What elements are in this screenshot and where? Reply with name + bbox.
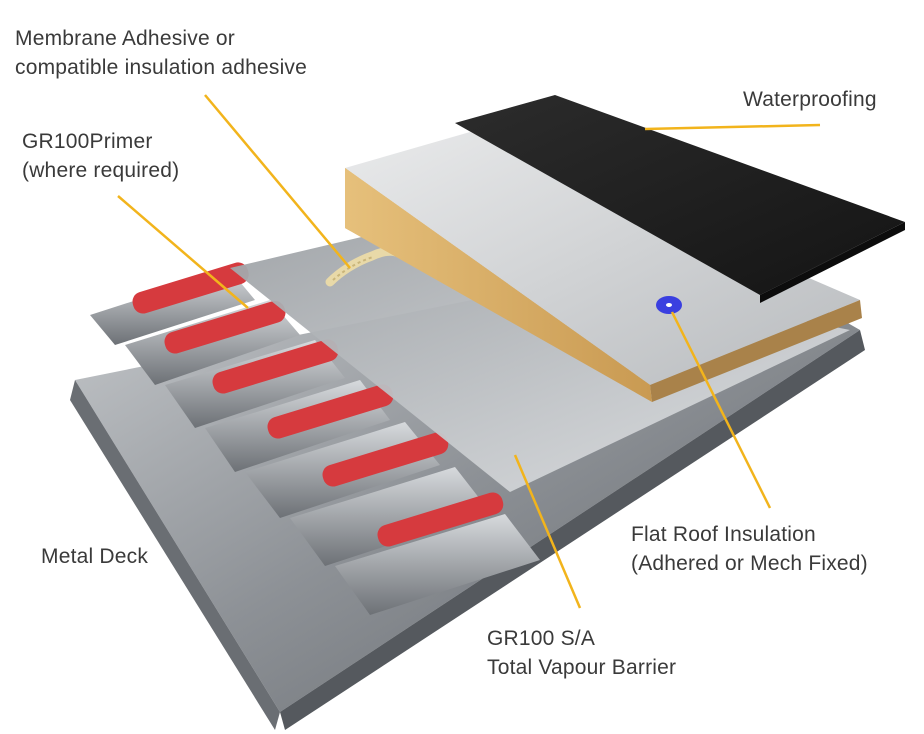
label-insulation: Flat Roof Insulation (Adhered or Mech Fi… [631,520,868,578]
adhesive-bead-texture [332,256,374,281]
label-membrane-adhesive-line1: Membrane Adhesive or [15,27,235,50]
primer-strip [132,262,249,314]
deck-rib [335,514,540,615]
leader-line-primer [117,195,249,309]
leader-line-vapour-barrier [513,454,582,609]
metal-deck-front-edge [70,380,280,730]
label-membrane-adhesive-line2: compatible insulation adhesive [15,56,308,79]
label-primer: GR100Primer (where required) [22,127,179,185]
label-primer-line1: GR100Primer [22,130,153,153]
primer-strip [322,432,449,487]
label-metal-deck-line1: Metal Deck [41,545,149,568]
label-vapour-barrier: GR100 S/A Total Vapour Barrier [487,624,676,682]
primer-strip [164,300,286,354]
waterproofing-membrane [455,95,905,303]
waterproofing-edge [760,222,905,303]
label-waterproofing: Waterproofing [743,85,877,114]
fixing-washer-hole [666,303,672,307]
primer-strip [212,339,339,394]
metal-deck-right-edge [280,330,865,730]
primer-strip [377,492,504,547]
vapour-barrier-sheet [230,235,850,492]
primer-strip [267,384,394,439]
label-waterproofing-line1: Waterproofing [743,88,877,111]
leader-lines [117,94,821,609]
leader-line-membrane-adhesive [204,94,351,269]
insulation-top [345,132,860,385]
label-metal-deck: Metal Deck [41,542,148,571]
leader-line-insulation [670,311,772,509]
insulation-thickness-face [345,168,652,402]
label-vapour-barrier-line2: Total Vapour Barrier [487,656,677,679]
label-membrane-adhesive: Membrane Adhesive or compatible insulati… [15,24,307,82]
leader-line-waterproofing [644,123,821,131]
label-insulation-line1: Flat Roof Insulation [631,523,816,546]
label-vapour-barrier-line1: GR100 S/A [487,627,596,650]
primer-strips [132,262,504,547]
label-insulation-line2: (Adhered or Mech Fixed) [631,552,868,575]
waterproofing-top [455,95,905,295]
label-primer-line2: (where required) [22,159,180,182]
deck-rib [290,467,490,566]
